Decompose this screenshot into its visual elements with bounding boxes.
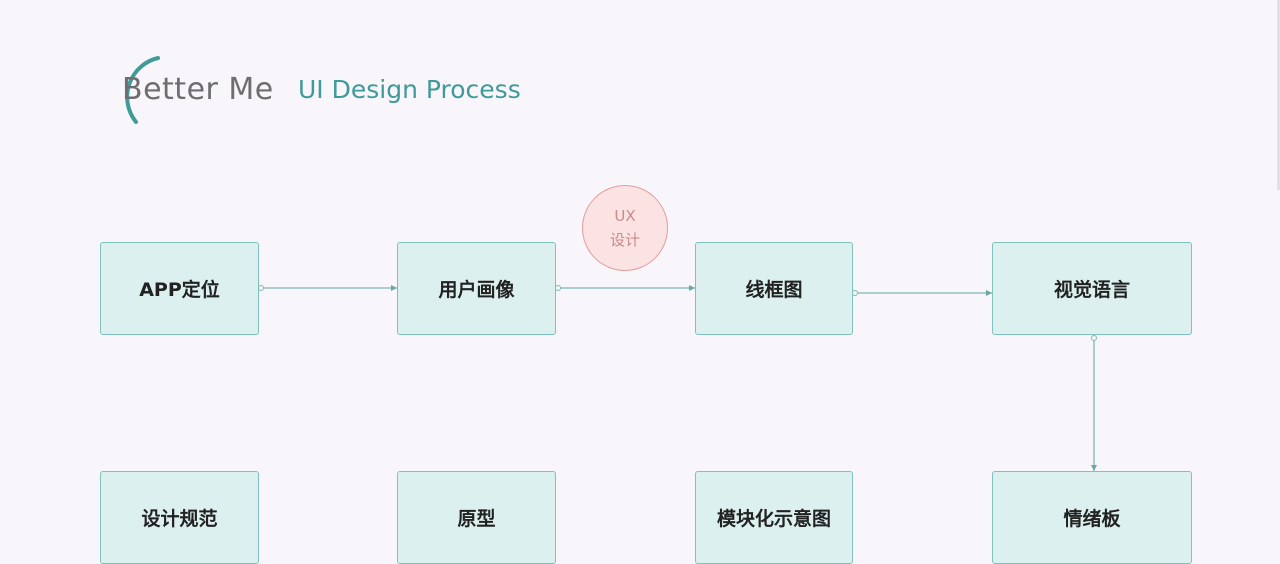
connectors bbox=[258, 285, 1097, 471]
page-title: UI Design Process bbox=[298, 75, 521, 104]
node-moodboard: 情绪板 bbox=[992, 471, 1192, 564]
connector-dot bbox=[555, 285, 561, 291]
connector-dot bbox=[852, 290, 858, 296]
node-user-persona: 用户画像 bbox=[397, 242, 556, 335]
node-design-spec: 设计规范 bbox=[100, 471, 259, 564]
connector-dot bbox=[258, 285, 264, 291]
logo: Better Me UI Design Process bbox=[96, 50, 556, 130]
connector-dot bbox=[1091, 335, 1097, 341]
node-prototype: 原型 bbox=[397, 471, 556, 564]
ux-design-badge: UX 设计 bbox=[582, 185, 668, 271]
node-wireframe: 线框图 bbox=[695, 242, 853, 335]
node-modular-diagram: 模块化示意图 bbox=[695, 471, 853, 564]
badge-label-line2: 设计 bbox=[609, 231, 640, 249]
node-app-positioning: APP定位 bbox=[100, 242, 259, 335]
logo-arc-icon bbox=[125, 56, 160, 124]
arrow-head bbox=[1091, 465, 1097, 471]
arrow-head bbox=[689, 285, 695, 291]
brand-name: Better Me bbox=[122, 72, 274, 107]
window-edge bbox=[1277, 0, 1280, 190]
arrow-head bbox=[986, 290, 992, 296]
badge-label-line1: UX bbox=[614, 207, 636, 225]
node-visual-language: 视觉语言 bbox=[992, 242, 1192, 335]
arrow-head bbox=[391, 285, 397, 291]
